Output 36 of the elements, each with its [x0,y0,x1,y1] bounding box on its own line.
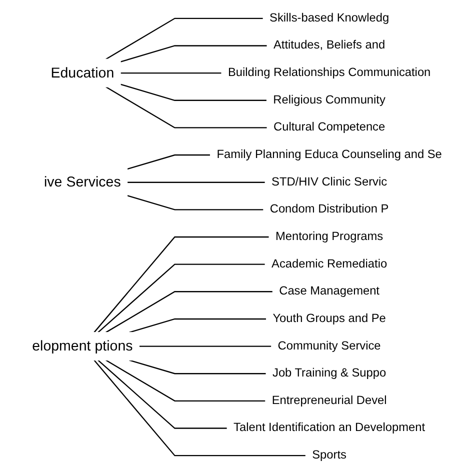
connector [106,291,273,333]
connector [127,195,264,210]
node-text: Community Service [278,338,381,352]
connector [127,182,266,183]
node-text: Mentoring Programs [275,230,384,244]
connector [129,360,266,374]
connector [120,72,222,74]
node-text: Job Training & Suppo [272,366,386,380]
connector [94,236,270,333]
node-text: STD/HIV Clinic Servic [272,175,388,188]
connector [120,45,268,62]
node-text: Academic Remediatio [272,256,388,270]
connector [106,86,268,128]
node-text: Skills-based Knowledg [270,11,390,25]
node-text: Religious Community [273,93,386,107]
node-text: Condom Distribution P [270,202,389,216]
node-text: Family Planning Educa Counseling and Se [216,148,442,162]
node-text: Building Relationships Communication [228,66,431,80]
connector [120,84,267,101]
connector [106,18,264,60]
connector [106,360,266,402]
node-text: Entrepreneurial Devel [272,394,387,408]
node-text: Case Management [279,284,380,298]
connector [129,318,266,333]
connector [127,154,210,170]
node-text: Education [50,64,114,81]
connector [98,360,228,429]
node-text: Cultural Competence [274,120,386,134]
node-text: Attitudes, Beliefs and [274,38,386,52]
node-text: Talent Identification an Development [234,420,426,434]
connector [139,346,272,347]
connector [98,264,266,333]
node-text: ive Services [44,174,121,190]
connector [94,360,306,456]
node-text: Youth Groups and Pe [272,312,386,326]
node-text: Sports [312,448,346,462]
